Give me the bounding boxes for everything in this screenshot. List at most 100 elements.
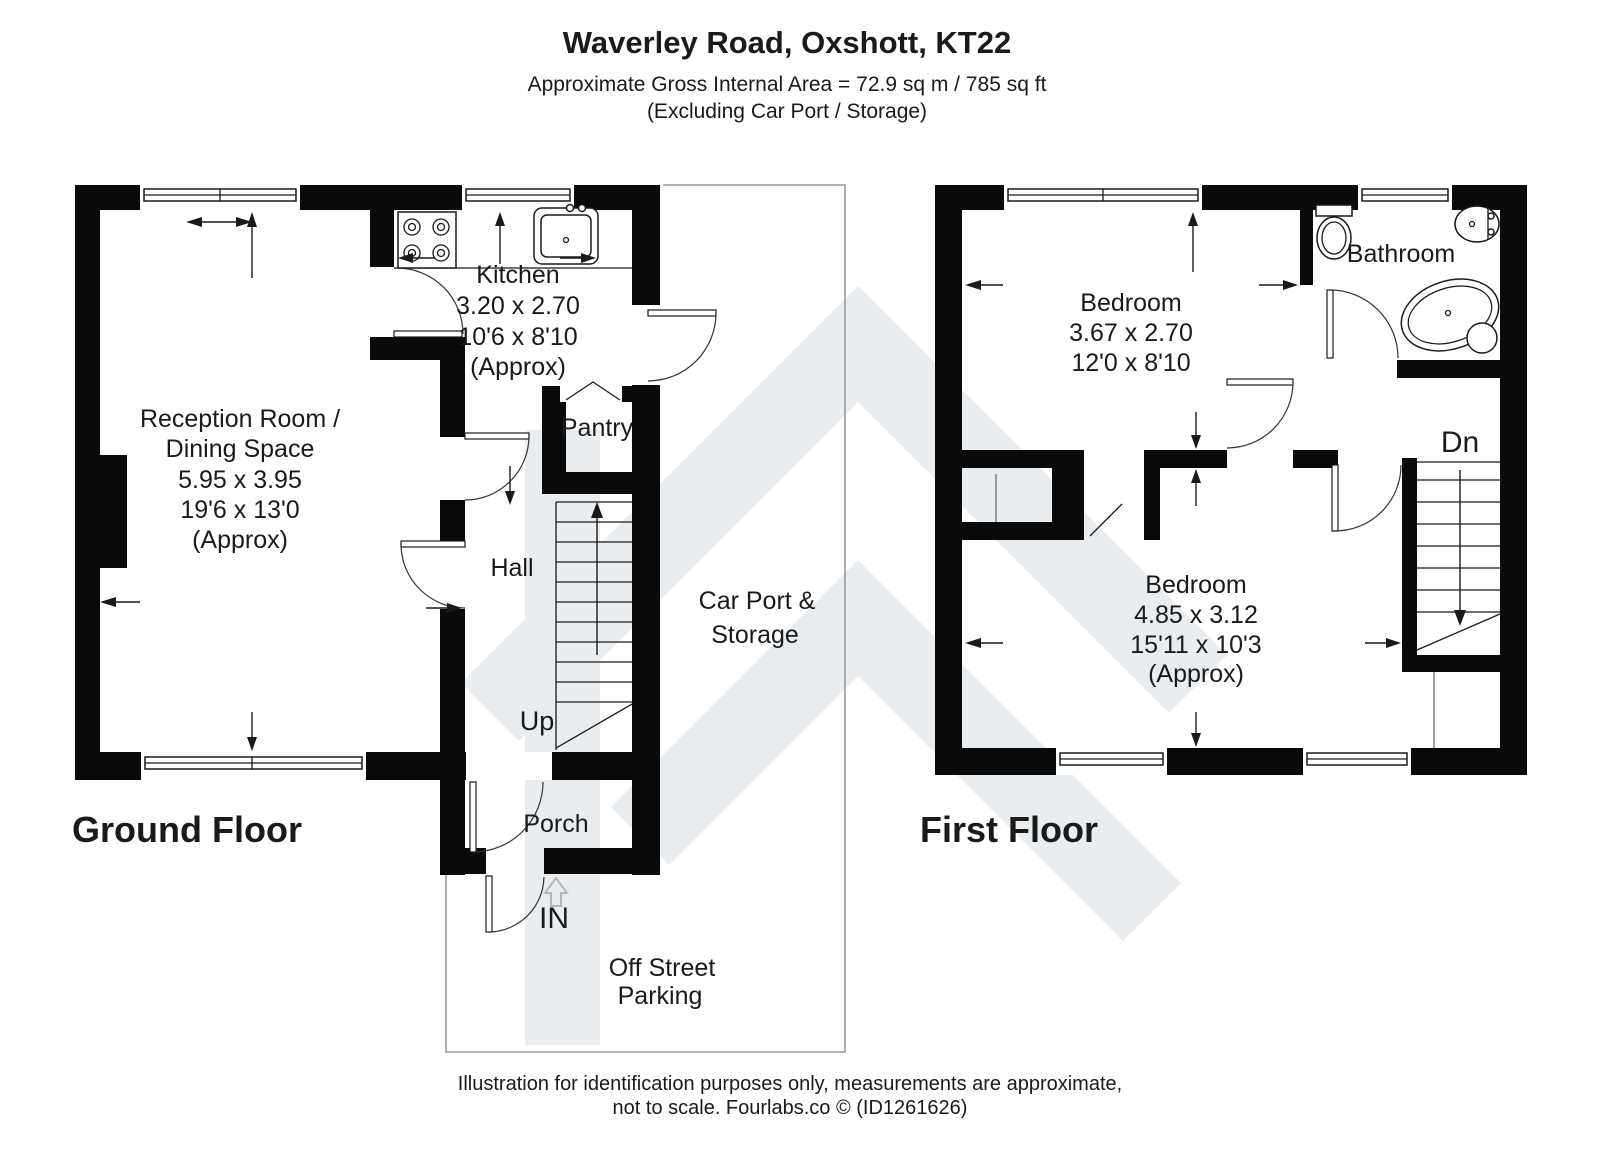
reception-door-leaf [400,540,466,548]
parking-label: Off Street [609,954,716,982]
ground-floor-openings [370,267,660,780]
reception-dims-ft: 19'6 x 13'0 [180,496,299,524]
wall [370,210,394,267]
bedroom1-dims-ft: 12'0 x 8'10 [1071,349,1190,377]
first-floor-dimension-arrows [965,212,1401,747]
basin-drain [1468,220,1476,228]
bedroom1-dims-m: 3.67 x 2.70 [1069,319,1193,347]
stove-burner [403,218,421,236]
first-floor-windows [1004,185,1452,775]
watermark-wall-band [525,430,600,1045]
bedroom-divider-wall [962,450,1075,468]
car-port-label: Car Port & [699,587,816,615]
carport-door-arc [647,312,717,382]
wall [935,185,962,775]
bathtub-end [1466,322,1498,354]
footer-disclaimer-line2: not to scale. Fourlabs.co © (ID1261626) [613,1097,968,1119]
pantry-label: Pantry [561,414,634,442]
stairs-up-arrowhead [591,502,603,518]
toilet-bowl-inner [1321,221,1347,255]
bathroom-wall [1397,360,1500,378]
arrowhead-down [505,491,515,505]
ground-floor-dimension-arrows [100,212,596,751]
arrowhead-right [581,253,596,263]
arrowhead-left [398,253,413,263]
toilet-cistern [1315,204,1353,217]
sink-tap [577,203,587,213]
wall [935,748,1527,775]
footer-disclaimer-line1: Illustration for identification purposes… [458,1073,1122,1095]
kitchen-dims-ft: 10'6 x 8'10 [458,323,577,351]
bedroom2-door-leaf [1331,464,1339,532]
hall-door-arc [464,435,530,501]
footer: Illustration for identification purposes… [458,1073,1122,1119]
kitchen-sink-basin [540,214,592,258]
cupboard-wall [1144,450,1160,540]
arrowhead-right [447,603,462,613]
stairs-down-arrowhead [1454,610,1466,626]
arrowhead-right [1386,638,1401,648]
bedroom2-dims-ft: 15'11 x 10'3 [1130,631,1261,659]
porch-door-arc [472,781,544,853]
watermark-house-logo [461,286,1227,1045]
arrowhead-up [495,212,505,226]
bathtub-drain [1444,309,1452,317]
ground-floor-doors [393,267,717,933]
stove-burner [432,218,450,236]
watermark-roof-inner [611,560,1181,941]
bathroom-door-leaf [1326,289,1334,359]
bathroom-divider-wall [1300,210,1313,285]
chimney-breast [75,455,127,568]
porch-door-leaf [469,781,477,853]
bedroom1-door-leaf [1226,378,1294,386]
door-opening [466,752,552,780]
basin [1454,205,1500,243]
first-floor-doors [995,289,1402,537]
bedroom1-door-arc [1226,381,1294,449]
arrowhead-down [1191,733,1201,747]
hall-door-leaf [464,432,530,440]
bedroom2-approx: (Approx) [1148,660,1244,688]
door-opening [632,305,660,385]
arrowhead-down [1191,435,1201,449]
page-subtitle-exclusion: (Excluding Car Port / Storage) [647,100,927,123]
car-port-outline [445,184,846,1053]
arrowhead-up [247,212,257,227]
basin-tap [1487,212,1495,220]
bathroom-label: Bathroom [1347,240,1455,268]
arrowhead-left [100,597,116,607]
ground-floor-labels: Reception Room / Dining Space 5.95 x 3.9… [72,261,816,1010]
reception-label: Reception Room / [140,405,340,433]
first-floor-plan: Bedroom 3.67 x 2.70 12'0 x 8'10 Bedroom … [920,185,1527,850]
ground-floor-plan: Reception Room / Dining Space 5.95 x 3.9… [72,184,846,1053]
ground-floor-windows [140,185,574,780]
bedroom2-door-arc [1334,464,1402,532]
door-opening [440,545,465,609]
stair-winder [1416,613,1501,651]
car-port-label: Storage [711,621,799,649]
pantry-wall [542,472,660,494]
bathroom-door-arc [1329,289,1399,359]
arrowhead-right [1283,280,1298,290]
door-opening [370,267,394,335]
reception-label: Dining Space [166,435,315,463]
arrowhead-up [1188,212,1198,226]
pantry-door-opening [560,386,622,402]
cupboard-door [1089,503,1123,537]
stove-burner [436,248,446,258]
wall [632,185,660,875]
door-opening [440,437,465,500]
pantry-bifold-door [565,381,621,401]
wall [370,337,465,360]
watermark-roof-outer [461,286,1227,741]
arrowhead-down [247,737,257,751]
wall [1500,185,1527,775]
first-floor-labels: Bedroom 3.67 x 2.70 12'0 x 8'10 Bedroom … [920,240,1479,850]
kitchen-label: Kitchen [476,261,559,289]
reception-approx: (Approx) [192,526,288,554]
front-door-leaf [485,875,493,933]
bedroom1-label: Bedroom [1080,289,1181,317]
stairwell-wall [1402,458,1417,672]
stove-burner [432,244,450,262]
